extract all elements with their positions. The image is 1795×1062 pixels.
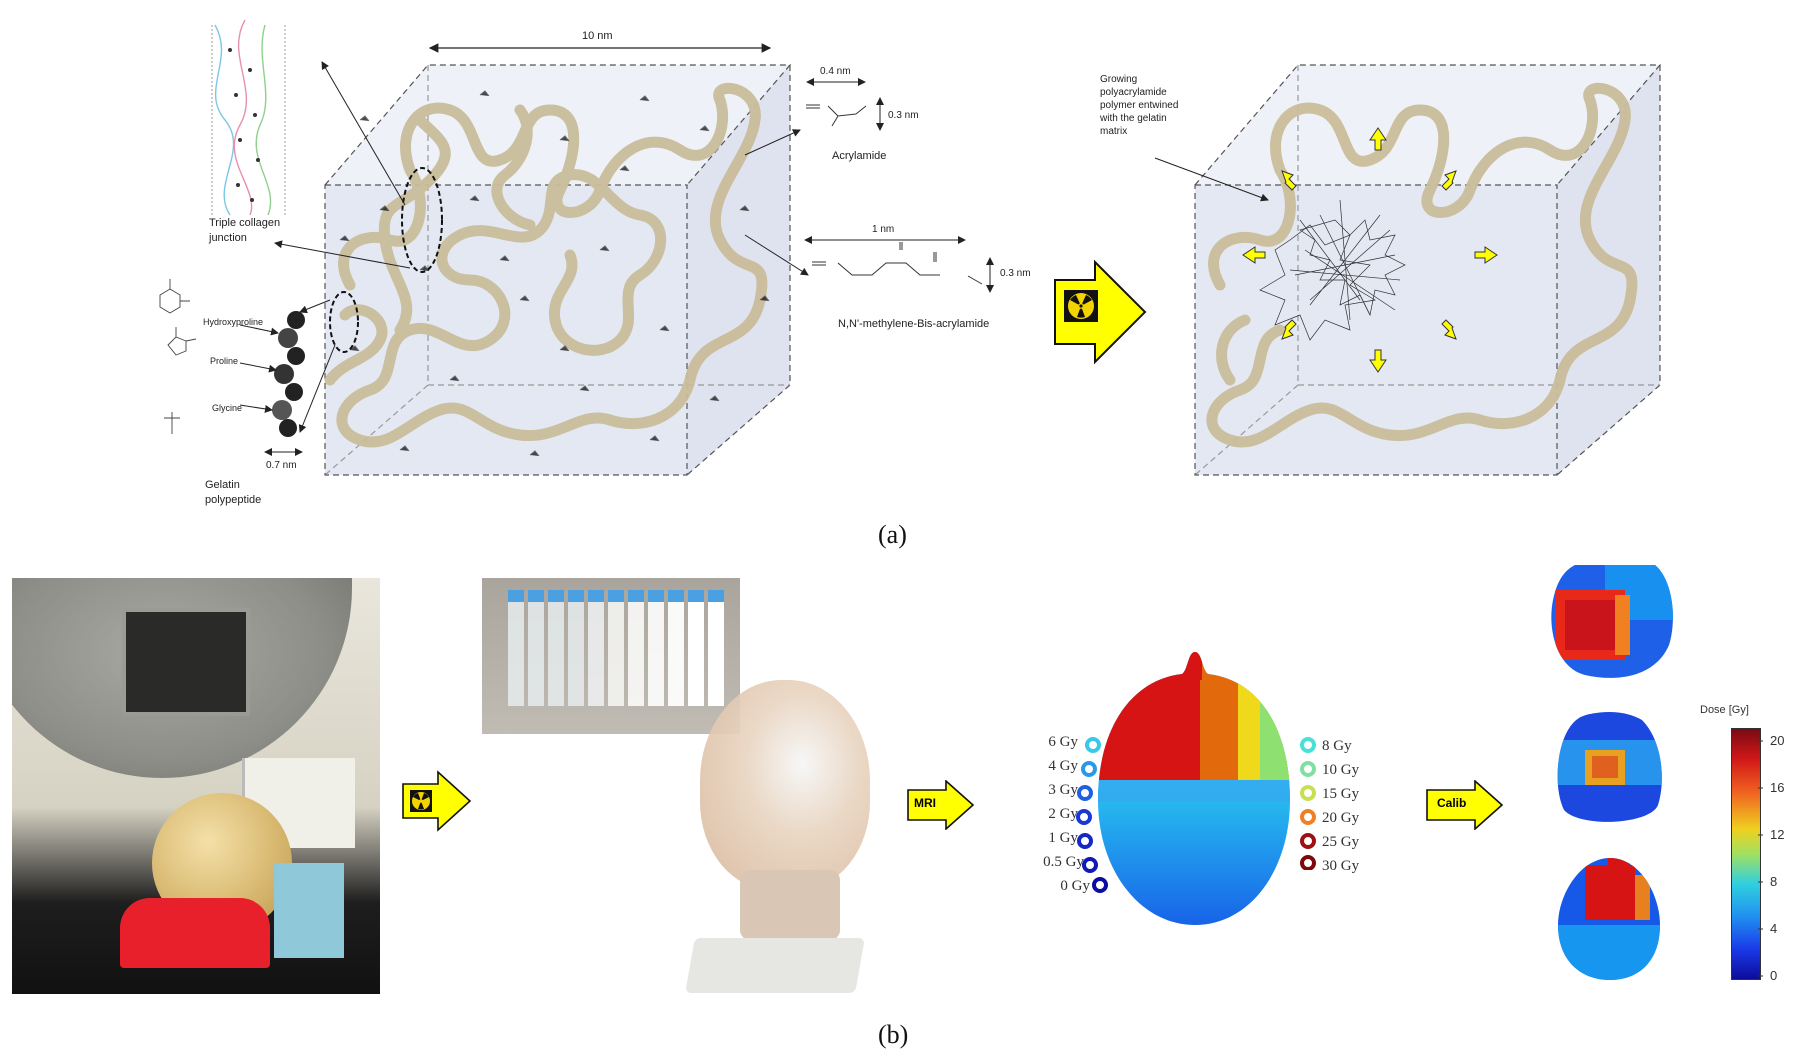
dose-right-1: 10 Gy	[1322, 762, 1360, 778]
bis-width-label: 1 nm	[872, 224, 895, 235]
proline-label: Proline	[210, 356, 239, 366]
dose-right-2: 15 Gy	[1322, 786, 1360, 802]
dose-left-3: 2 Gy	[1048, 806, 1078, 822]
dose-right-4: 25 Gy	[1322, 834, 1360, 850]
dose-right-0: 8 Gy	[1322, 738, 1352, 754]
phantom-neck	[740, 870, 840, 940]
red-support	[120, 898, 270, 968]
radiation-icon	[412, 792, 430, 810]
dose-markers-right	[1300, 737, 1316, 870]
calib-arrow	[1426, 780, 1504, 830]
panel-a-diagram	[159, 19, 1662, 476]
colorbar	[1731, 728, 1761, 980]
irradiation-arrow	[1054, 259, 1147, 365]
gelatin-label-line1: Gelatin	[205, 479, 240, 491]
vials-photo	[482, 578, 740, 734]
acrylamide-width-label: 0.4 nm	[820, 66, 851, 77]
collagen-label: Triple collagen junction	[209, 216, 280, 246]
gelatin-cube-right	[1194, 64, 1662, 476]
mri-arrow	[907, 780, 975, 830]
mri-label: MRI	[914, 796, 936, 810]
dose-left-4: 1 Gy	[1048, 830, 1078, 846]
phantom-skull	[700, 680, 870, 890]
polypeptide-chain	[272, 311, 305, 437]
dose-map-middle	[1557, 712, 1662, 822]
small-irradiation-arrow	[402, 770, 472, 832]
dose-labels-left: 6 Gy 4 Gy 3 Gy 2 Gy 1 Gy 0.5 Gy 0 Gy	[1020, 730, 1090, 898]
linac-photo	[12, 578, 380, 994]
dose-left-0: 6 Gy	[1048, 734, 1078, 750]
colorbar-tick-4: 4	[1770, 921, 1778, 936]
acrylamide-structure	[806, 104, 867, 127]
growing-line4: with the gelatin	[1100, 113, 1167, 124]
growing-line3: polymer entwined	[1100, 100, 1179, 111]
dose-left-5: 0.5 Gy	[1043, 854, 1084, 870]
dose-map-top	[1551, 565, 1673, 678]
gel-head-phantom	[680, 670, 880, 1000]
amino-acid-structures	[159, 279, 197, 434]
colorbar-tick-16: 16	[1770, 780, 1785, 795]
colorbar-tick-20: 20	[1770, 733, 1785, 748]
panel-a-label: (a)	[878, 520, 907, 549]
dose-right-5: 30 Gy	[1322, 858, 1360, 874]
radiation-icon	[1068, 293, 1094, 319]
cube-width-label: 10 nm	[582, 30, 613, 42]
dose-left-1: 4 Gy	[1048, 758, 1078, 774]
gelatin-label-line2: polypeptide	[205, 494, 262, 506]
polypeptide-width-label: 0.7 nm	[266, 460, 297, 471]
colorbar-ticks	[1758, 740, 1763, 977]
collagen-helix	[211, 19, 286, 216]
growing-polymer-label: Growing polyacrylamide polymer entwined …	[1100, 73, 1178, 138]
bis-acrylamide-structure	[812, 242, 983, 285]
dose-left-6: 0 Gy	[1060, 878, 1090, 894]
colorbar-tick-12: 12	[1770, 827, 1785, 842]
dose-right-3: 20 Gy	[1322, 810, 1360, 826]
growing-line1: Growing	[1100, 74, 1138, 85]
collagen-label-line2: junction	[209, 232, 247, 244]
colorbar-tick-8: 8	[1770, 874, 1778, 889]
hydroxyproline-label: Hydroxyproline	[203, 317, 264, 327]
phantom-base	[685, 938, 865, 993]
growing-line2: polyacrylamide	[1100, 87, 1167, 98]
blue-blocks	[274, 863, 344, 958]
colorbar-tick-0: 0	[1770, 968, 1778, 983]
dose-labels-right: 8 Gy 10 Gy 15 Gy 20 Gy 25 Gy 30 Gy	[1322, 734, 1359, 878]
dose-left-2: 3 Gy	[1048, 782, 1078, 798]
vial-row	[508, 590, 724, 706]
panel-b-label: (b)	[878, 1020, 909, 1049]
acrylamide-height-label: 0.3 nm	[888, 110, 919, 121]
gelatin-label: Gelatin polypeptide	[205, 478, 261, 508]
gelatin-cube-left	[324, 64, 792, 476]
gantry-window	[122, 608, 250, 716]
growing-line5: matrix	[1100, 126, 1128, 137]
colorbar-title: Dose [Gy]	[1700, 704, 1749, 716]
calib-label: Calib	[1437, 796, 1467, 810]
dose-markers-left	[1076, 737, 1108, 893]
bis-height-label: 0.3 nm	[1000, 268, 1031, 279]
dose-map-bottom	[1558, 858, 1660, 980]
collagen-label-line1: Triple collagen	[209, 217, 281, 229]
acrylamide-name: Acrylamide	[832, 150, 887, 162]
glycine-label: Glycine	[212, 403, 243, 413]
mri-dose-map	[1098, 652, 1290, 925]
bis-name: N,N'-methylene-Bis-acrylamide	[838, 318, 990, 330]
